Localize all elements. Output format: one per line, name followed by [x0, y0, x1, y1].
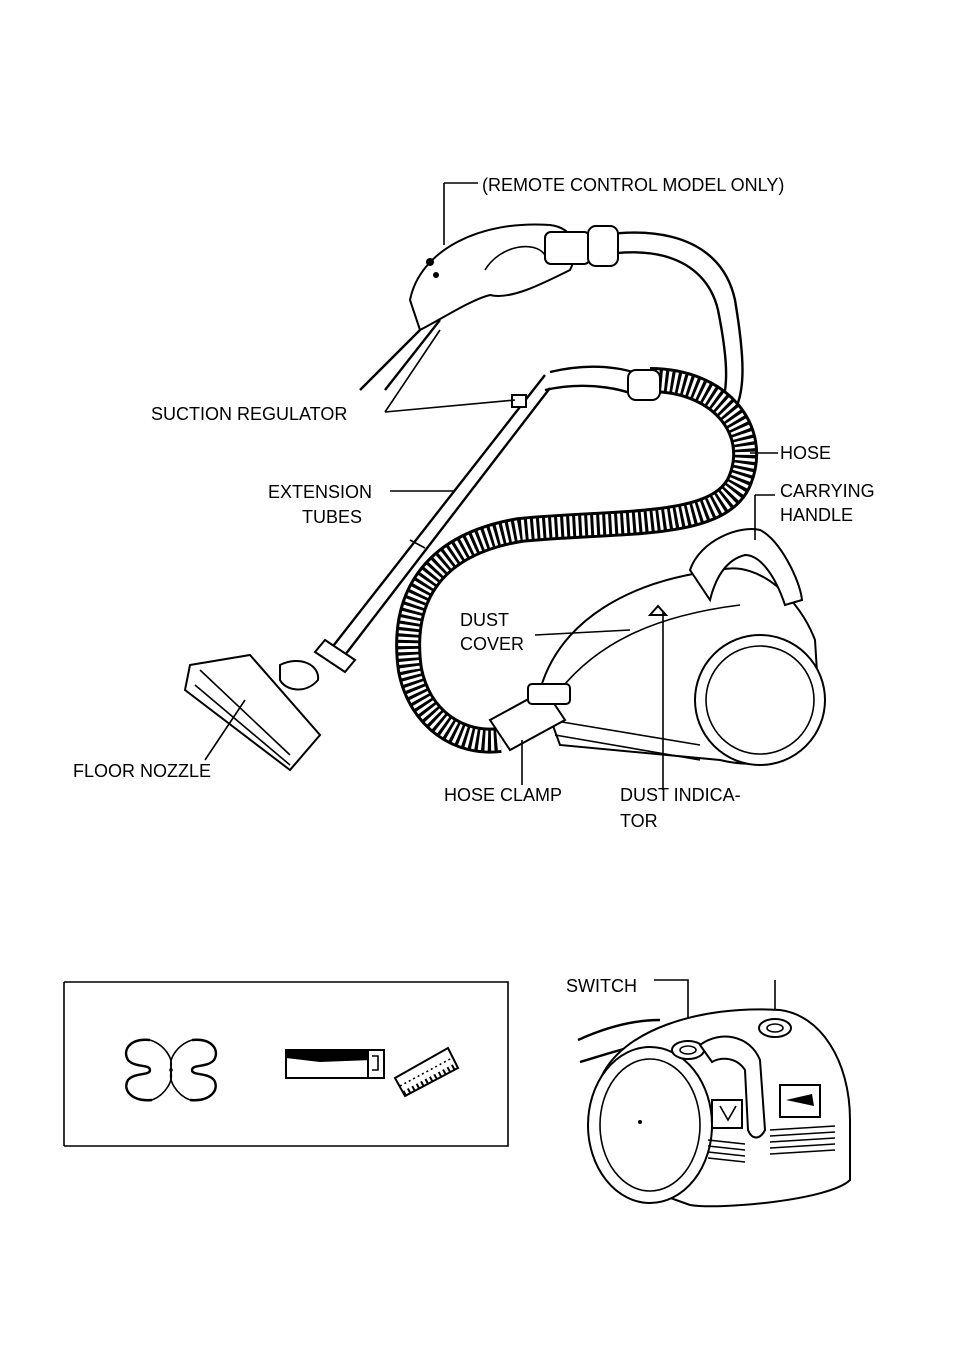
label-extension-line2: TUBES [302, 507, 362, 527]
vacuum-body-icon [578, 980, 850, 1206]
label-remote-control: (REMOTE CONTROL MODEL ONLY) [482, 175, 784, 195]
label-dust-indicator-line2: TOR [620, 811, 658, 831]
dusting-brush-icon [395, 1048, 458, 1096]
tube-clips-icon [126, 1040, 216, 1100]
label-suction-regulator: SUCTION REGULATOR [151, 404, 347, 424]
floor-nozzle-drawing [185, 655, 320, 770]
canister-body-drawing [490, 529, 825, 765]
label-dust-indicator-line1: DUST INDICA- [620, 785, 741, 805]
label-floor-nozzle: FLOOR NOZZLE [73, 761, 211, 781]
crevice-tool-icon [286, 1050, 384, 1078]
label-dust-cover-line1: DUST [460, 610, 509, 630]
switch-button-icon [672, 1041, 704, 1059]
label-switch: SWITCH [566, 976, 637, 996]
cord-reel-button-icon [759, 1019, 791, 1037]
hose-handle-drawing [360, 224, 618, 390]
label-extension-line1: EXTENSION [268, 482, 372, 502]
label-hose-clamp: HOSE CLAMP [444, 785, 562, 805]
accessories-box [64, 982, 508, 1146]
label-carrying-line2: HANDLE [780, 505, 853, 525]
label-dust-cover-line2: COVER [460, 634, 524, 654]
label-hose: HOSE [780, 443, 831, 463]
label-carrying-line1: CARRYING [780, 481, 875, 501]
